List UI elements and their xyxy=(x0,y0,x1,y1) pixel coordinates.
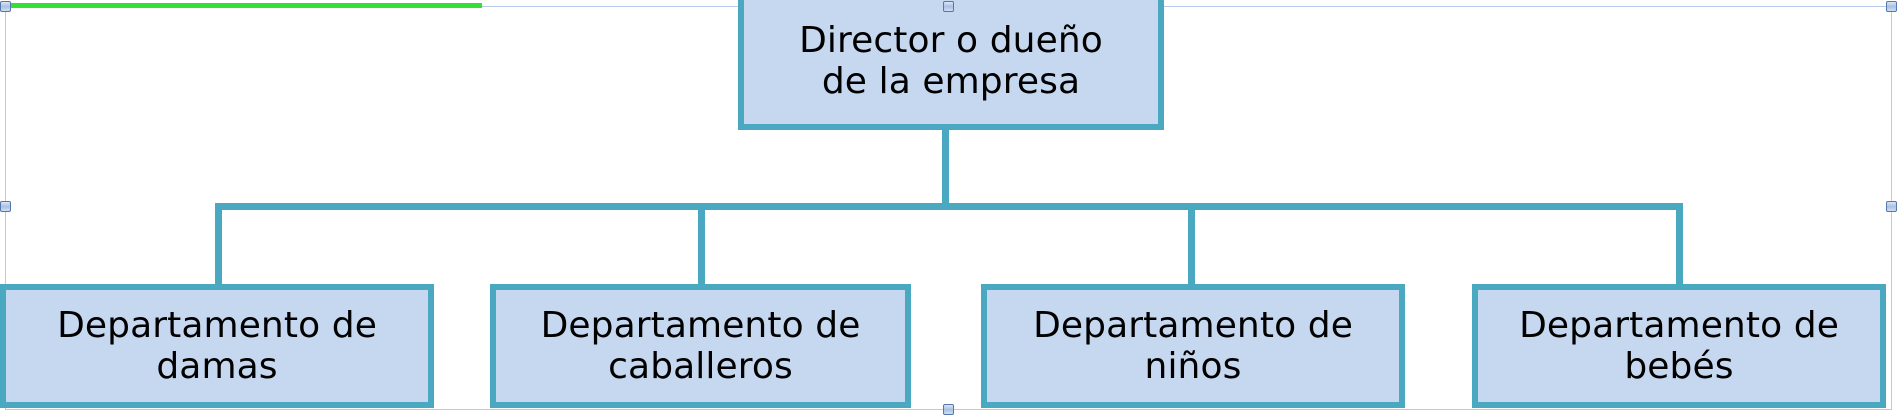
connector-drop-ninos xyxy=(1188,203,1195,287)
selection-handle-middle-right[interactable] xyxy=(1886,201,1897,212)
node-ninos-line2: niños xyxy=(1144,346,1242,387)
node-damas-line1: Departamento de xyxy=(57,304,377,346)
selection-handle-middle-left[interactable] xyxy=(0,201,11,212)
connector-drop-caballeros xyxy=(698,203,705,287)
connector-root-stem xyxy=(942,130,949,204)
connector-drop-damas xyxy=(215,203,222,287)
node-caballeros-line1: Departamento de xyxy=(540,304,861,346)
node-bebes-line2: bebés xyxy=(1624,346,1734,387)
selection-handle-top-left[interactable] xyxy=(0,1,11,12)
node-ninos-line1: Departamento de xyxy=(1033,304,1353,346)
connector-horizontal-bar xyxy=(215,203,1683,210)
connector-drop-bebes xyxy=(1676,203,1683,287)
node-bebes-line1: Departamento de xyxy=(1519,304,1839,346)
green-highlight-rule xyxy=(0,3,482,8)
selection-handle-bottom-center[interactable] xyxy=(943,404,954,415)
node-director-line2: de la empresa xyxy=(821,61,1081,102)
selection-handle-top-right[interactable] xyxy=(1886,1,1897,12)
node-damas-line2: damas xyxy=(156,346,278,387)
selection-handle-top-center[interactable] xyxy=(943,1,954,12)
node-director-line1: Director o dueño xyxy=(799,19,1103,61)
node-caballeros-line2: caballeros xyxy=(608,346,793,387)
